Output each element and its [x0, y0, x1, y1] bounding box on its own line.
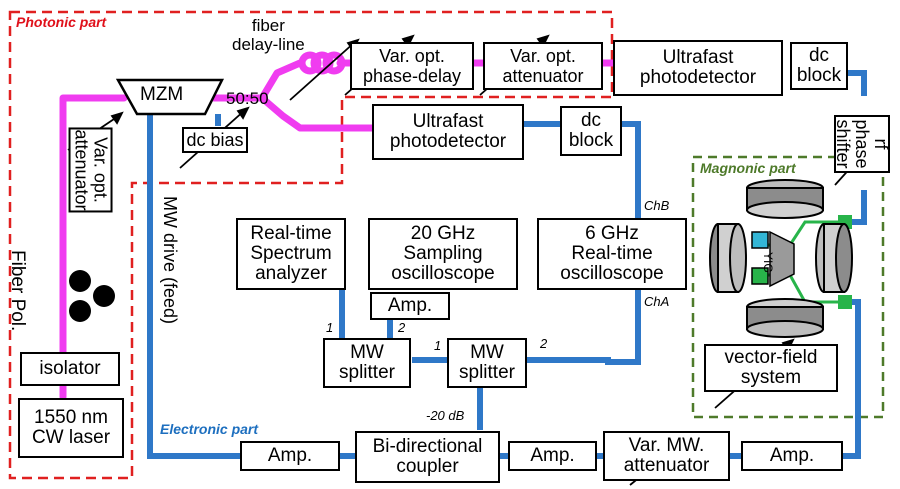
- isolator-box: isolator: [20, 352, 120, 386]
- amp-right-box: Amp.: [741, 441, 843, 471]
- minus20db-label: -20 dB: [426, 408, 465, 423]
- realtime-oscilloscope-box: 6 GHz Real-time oscilloscope: [537, 218, 687, 290]
- fiber-polarizer-paddles: [69, 270, 115, 322]
- port1-left-label: 1: [326, 320, 334, 335]
- chb-label: ChB: [644, 198, 670, 213]
- vector-field-system-box: vector-field system: [704, 344, 838, 392]
- dc-bias-box: dc bias: [182, 127, 248, 153]
- spectrum-analyzer-box: Real-time Spectrum analyzer: [236, 218, 346, 290]
- bidirectional-coupler-box: Bi-directional coupler: [355, 431, 500, 483]
- amp-mid-box: Amp.: [508, 441, 597, 471]
- photonic-region-border: [8, 10, 614, 480]
- port2-right-label: 2: [540, 336, 548, 351]
- var-opt-attenuator-left: Var. opt. attenuator: [67, 112, 115, 228]
- dc-block-top-box: dc block: [790, 42, 848, 90]
- magnonic-region-border: [691, 155, 885, 419]
- mzm-label: MZM: [140, 84, 184, 105]
- var-mw-attenuator-box: Var. MW. attenuator: [603, 431, 730, 481]
- yig-label: YIG: [761, 252, 775, 273]
- amp-small-box: Amp.: [370, 292, 450, 320]
- var-opt-attenuator-left-label: Var. opt. attenuator: [69, 127, 113, 213]
- port2-left-label: 2: [398, 320, 406, 335]
- amp-left-box: Amp.: [240, 441, 340, 471]
- electronic-part-title: Electronic part: [160, 421, 259, 437]
- sampling-oscilloscope-box: 20 GHz Sampling oscilloscope: [368, 218, 518, 290]
- rf-cable-paths: [147, 70, 867, 459]
- port1-right-label: 1: [434, 338, 442, 353]
- splitter-ratio-label: 50:50: [226, 89, 269, 108]
- magnet-poles: [709, 179, 853, 338]
- magnonic-part-title: Magnonic part: [700, 160, 796, 176]
- mw-splitter-left-box: MW splitter: [323, 338, 411, 388]
- rf-phase-shifter-label: rf phase shifter: [834, 114, 892, 173]
- mzm-modulator-shape: [115, 78, 225, 116]
- fiber-delay-line-label: fiber delay-line: [232, 16, 305, 54]
- ultrafast-photodetector-mid-box: Ultrafast photodetector: [372, 104, 524, 160]
- fiber-polarizer-label: Fiber Pol.: [7, 250, 28, 332]
- var-opt-phase-delay-box: Var. opt. phase-delay: [350, 42, 474, 90]
- dc-block-mid-box: dc block: [560, 106, 622, 156]
- mw-drive-feed-label: MW drive (feed): [160, 196, 180, 325]
- cha-label: ChA: [644, 294, 670, 309]
- yig-sample: [751, 230, 795, 288]
- ultrafast-photodetector-top-box: Ultrafast photodetector: [613, 40, 783, 96]
- mw-splitter-right-box: MW splitter: [447, 338, 527, 388]
- rf-phase-shifter: rf phase shifter: [833, 97, 892, 190]
- cw-laser-box: 1550 nm CW laser: [18, 398, 124, 458]
- optical-fiber-paths: [59, 51, 617, 401]
- photonic-part-title: Photonic part: [16, 14, 107, 30]
- var-opt-attenuator-top-box: Var. opt. attenuator: [483, 42, 603, 90]
